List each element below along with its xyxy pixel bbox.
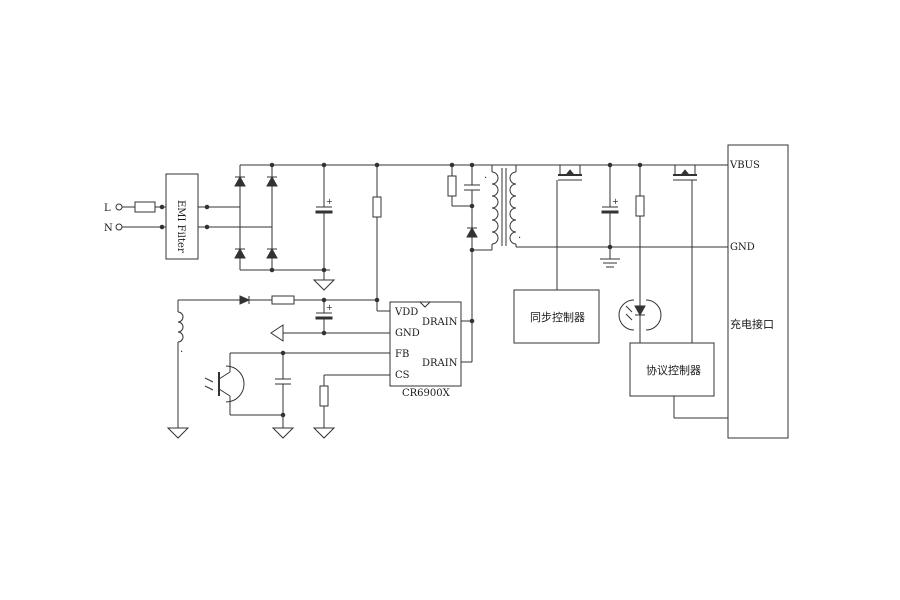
bridge-diode-1 [234, 175, 246, 187]
aux-winding-supply: . + [166, 295, 380, 439]
pin-gnd: GND [395, 328, 420, 339]
feedback-network [204, 350, 390, 439]
gnd-label: GND [730, 242, 755, 253]
protocol-controller-block: 协议控制器 [629, 342, 728, 419]
bridge-diode-2 [266, 175, 278, 187]
current-sense-resistor [312, 374, 390, 439]
terminal-l-label: L [104, 203, 111, 214]
controller-ic: VDD GND FB CS DRAIN DRAIN CR6900X [389, 250, 475, 399]
ic-ground-net [270, 324, 390, 342]
ground-symbol [270, 324, 284, 342]
emi-filter-block: EMI Filter [165, 173, 272, 260]
vbus-label: VBUS [729, 160, 760, 171]
bridge-rectifier [234, 162, 728, 273]
svg-text:+: + [326, 197, 333, 206]
secondary-winding [509, 171, 517, 245]
ground-symbol [271, 427, 295, 439]
input-fuse-resistor [134, 201, 156, 213]
ac-input: L N [104, 201, 166, 234]
bulk-capacitor: + [312, 162, 336, 291]
aux-resistor [271, 295, 295, 305]
primary-winding [491, 171, 499, 245]
emi-filter-label: EMI Filter [175, 200, 186, 253]
terminal-n-label: N [104, 223, 113, 234]
terminal-l [115, 203, 123, 211]
flyback-transformer: . . [472, 164, 521, 251]
aux-winding [177, 311, 184, 343]
pin-drain-top: DRAIN [422, 317, 458, 328]
bridge-diode-4 [266, 247, 278, 259]
svg-text:+: + [612, 197, 619, 206]
ground-symbol [166, 427, 190, 439]
pin-cs: CS [395, 370, 410, 381]
pin-vdd: VDD [394, 307, 418, 318]
snubber-diode [466, 226, 478, 238]
sync-controller-block: 同步控制器 [513, 289, 600, 344]
svg-text:+: + [326, 303, 333, 312]
terminal-n [115, 223, 123, 231]
startup-resistor [372, 162, 390, 312]
opto-led [634, 305, 646, 317]
protocol-controller-label: 协议控制器 [646, 363, 701, 377]
rcd-snubber [447, 162, 480, 253]
ground-symbol [312, 427, 336, 439]
aux-diode [239, 295, 251, 305]
charging-port-block: VBUS GND 充电接口 [727, 144, 789, 439]
svg-text:.: . [180, 344, 183, 355]
charging-port-label: 充电接口 [730, 317, 774, 331]
ground-symbol [312, 279, 336, 291]
pin-fb: FB [395, 349, 409, 360]
svg-text:.: . [484, 170, 487, 181]
sync-controller-label: 同步控制器 [530, 310, 585, 324]
ic-part-number: CR6900X [402, 388, 451, 399]
pin-drain-bottom: DRAIN [422, 358, 458, 369]
bridge-diode-3 [234, 247, 246, 259]
svg-text:.: . [518, 230, 521, 241]
secondary-side: + [516, 162, 728, 343]
